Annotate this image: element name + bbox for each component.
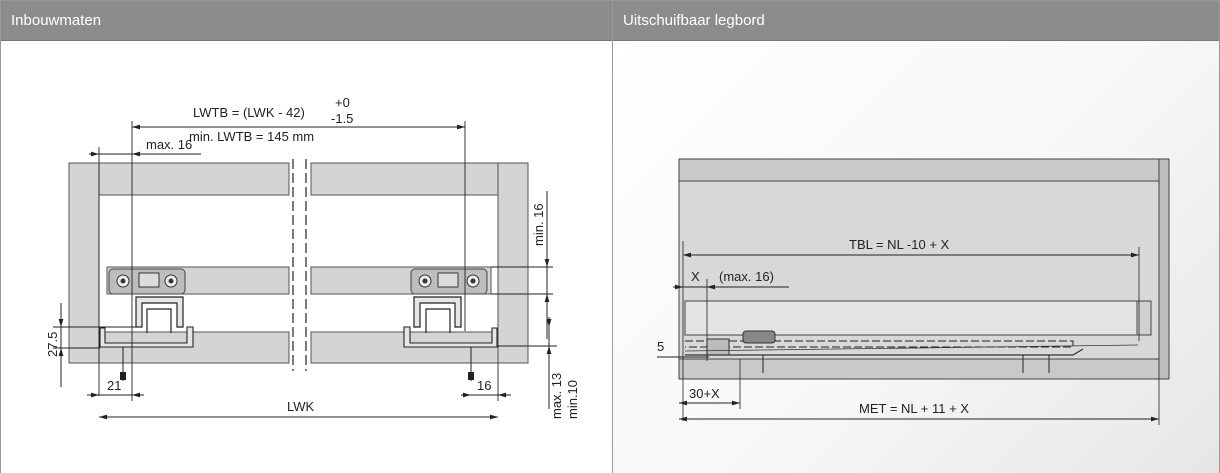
- max16-paren-label: (max. 16): [719, 269, 774, 284]
- shelf-drawing: TBL = NL -10 + X X (max. 16) 5 30+X MET …: [657, 158, 1170, 425]
- cabinet-front: [1158, 158, 1170, 380]
- dim-30x-label: 30+X: [689, 386, 720, 401]
- tolerance-minus: -1.5: [331, 111, 353, 126]
- x-label: X: [691, 269, 700, 284]
- max16-label: max. 16: [146, 137, 192, 152]
- right-panel-title: Uitschuifbaar legbord: [613, 1, 1219, 40]
- dim-27-5-label: 27.5: [45, 332, 60, 357]
- lwtb-formula: LWTB = (LWK - 42): [193, 105, 305, 120]
- panel-divider: [612, 1, 613, 472]
- max13-label: max. 13: [549, 373, 564, 419]
- tolerance-plus: +0: [335, 95, 350, 110]
- left-runner: [99, 268, 194, 381]
- right-runner: [403, 268, 498, 381]
- runner-lock: [706, 338, 730, 356]
- pull-out-shelf-panel: TBL = NL -10 + X X (max. 16) 5 30+X MET …: [613, 40, 1219, 473]
- cabinet-left-wall: [68, 162, 100, 364]
- min10-label: min.10: [565, 380, 580, 419]
- top-panel-right: [310, 162, 499, 196]
- runner: [685, 348, 1084, 356]
- met-label: MET = NL + 11 + X: [859, 401, 969, 416]
- installation-dimensions-panel: LWTB = (LWK - 42) +0 -1.5 min. LWTB = 14…: [1, 40, 612, 473]
- min16-label: min. 16: [531, 203, 546, 246]
- dim-5-label: 5: [657, 339, 664, 354]
- top-panel-left: [98, 162, 290, 196]
- min-lwtb-note: min. LWTB = 145 mm: [189, 129, 314, 144]
- lwk-label: LWK: [287, 399, 315, 414]
- left-panel-title: Inbouwmaten: [1, 1, 612, 40]
- shelf-board: [684, 300, 1144, 336]
- dim-21-label: 21: [107, 378, 121, 393]
- tbl-label: TBL = NL -10 + X: [849, 237, 950, 252]
- dim-16-label: 16: [477, 378, 491, 393]
- installation-drawing: LWTB = (LWK - 42) +0 -1.5 min. LWTB = 14…: [45, 95, 580, 420]
- cabinet-right-wall: [497, 162, 529, 364]
